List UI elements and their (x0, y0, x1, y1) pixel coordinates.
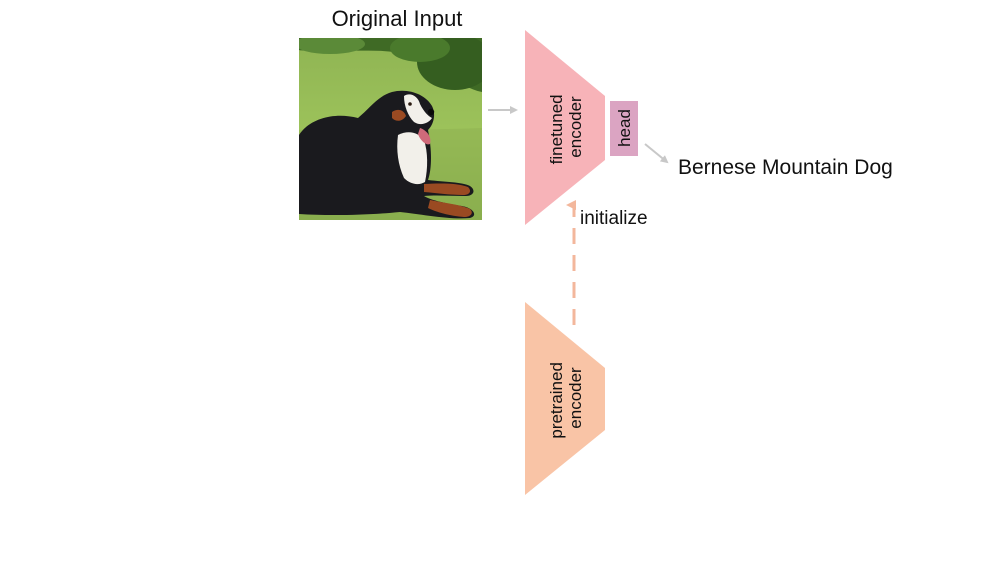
finetuned-encoder-label: finetuned encoder (547, 90, 585, 165)
pretrained-encoder-label: pretrained encoder (547, 357, 585, 438)
finetuned-encoder-shape (525, 30, 605, 225)
input-title: Original Input (332, 6, 463, 31)
output-label: Bernese Mountain Dog (678, 156, 893, 179)
initialize-label: initialize (580, 208, 648, 229)
input-image (299, 38, 482, 220)
pretrained-encoder-shape (525, 302, 605, 495)
head-to-output-arrow (644, 143, 669, 164)
head-box (610, 101, 638, 156)
head-label: head (615, 109, 634, 147)
